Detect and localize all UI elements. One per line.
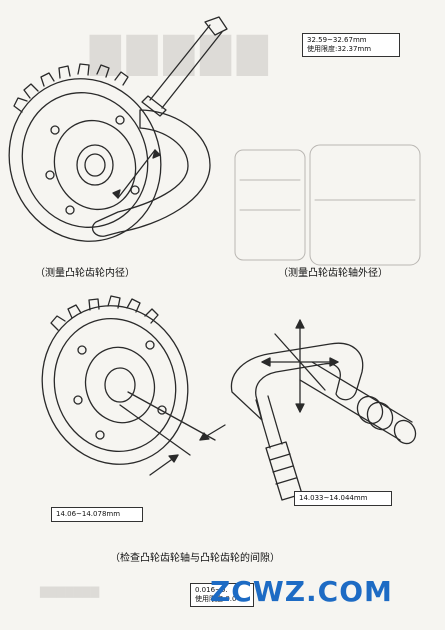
caption-measure-gear-inner: （测量凸轮齿轮内径） [35, 268, 135, 279]
spec-clearance-range: 0.016~0. [195, 586, 228, 594]
clearance-gear-figure [41, 295, 226, 476]
gear-bore [76, 144, 114, 186]
gear-teeth [13, 63, 129, 113]
micrometer-figure [230, 319, 417, 501]
gear-rim [8, 78, 162, 242]
bleed-through-text: ▇▇▇▇▇▇▇ [40, 585, 100, 598]
gear-bore-inner [84, 153, 106, 177]
direction-arrows [261, 319, 339, 413]
caliper-knob [204, 16, 228, 36]
spec-inner-limit: 使用限度:32.37mm [307, 45, 372, 53]
spec-inner-range: 32.59~32.67mm [307, 36, 367, 44]
caliper-shaft [149, 24, 223, 109]
bore-gauge-frame [91, 109, 211, 237]
bleed-through-heading: ▇▇▇▇▇ [90, 30, 274, 76]
spec-box-inner-diameter: 32.59~32.67mm 使用限度:32.37mm [302, 33, 400, 57]
spec-shaft-od-range: 14.033~14.044mm [299, 494, 368, 502]
spec-box-shaft-od: 14.033~14.044mm [294, 491, 392, 506]
gear2-rim [41, 305, 189, 465]
spec-clearance-limit: 使用限度:0.0 [195, 595, 237, 603]
cam-shaft-outer-figure [234, 144, 421, 266]
cam-gear-inner-figure [8, 16, 228, 242]
measuring-arrow [117, 149, 156, 199]
spec-box-gear-bore: 14.06~14.078mm [51, 507, 143, 522]
gear2-teeth [50, 295, 159, 331]
gear-inner-rim [21, 92, 149, 228]
caption-check-clearance: （检查凸轮齿轮轴与凸轮齿轮的间隙） [110, 553, 280, 564]
micrometer-frame [230, 342, 364, 421]
site-watermark: ZCWZ.COM [210, 575, 393, 608]
gear-hub [53, 119, 137, 211]
spec-gear-bore-range: 14.06~14.078mm [56, 510, 121, 518]
gear2-bore [104, 367, 136, 403]
spec-box-clearance: 0.016~0. 使用限度:0.0 [190, 583, 254, 607]
caption-measure-shaft-outer: （测量凸轮齿轮轴外径） [278, 268, 388, 279]
